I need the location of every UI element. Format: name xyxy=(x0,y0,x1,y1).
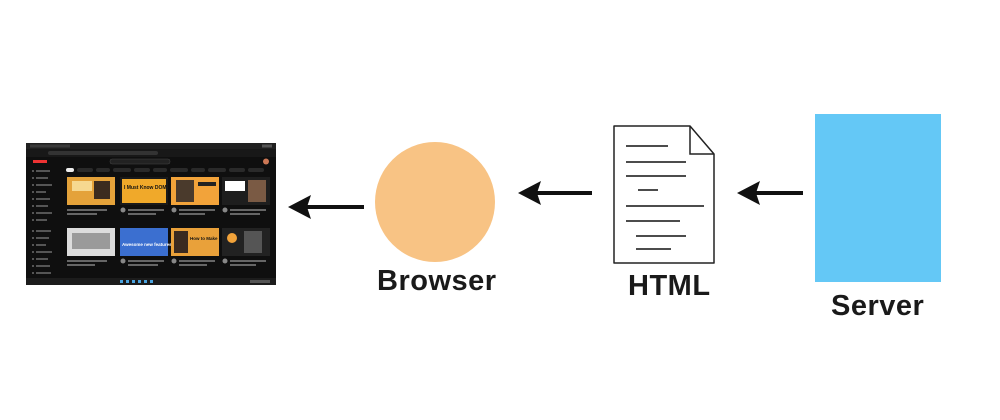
html-label: HTML xyxy=(628,270,711,302)
server-label: Server xyxy=(831,290,925,322)
title-bar xyxy=(26,143,276,149)
thumbnail-6-text: Awesome new features xyxy=(122,242,172,247)
server-box xyxy=(815,114,941,282)
thumbnail-7-text: How to Make Money Coding xyxy=(190,236,250,241)
browser-node xyxy=(375,142,495,262)
row-1-meta xyxy=(67,207,266,215)
arrow-html-to-browser xyxy=(518,181,592,205)
document-page xyxy=(613,125,715,264)
thumbnail-2-text: I Must Know DOM Traversal Methods xyxy=(124,185,212,191)
chips-row xyxy=(66,168,264,172)
document-lines xyxy=(626,145,704,250)
row-2-meta xyxy=(67,258,266,266)
document-fold xyxy=(689,126,714,155)
arrow-browser-to-screen xyxy=(288,195,364,219)
browser-label: Browser xyxy=(377,265,497,297)
thumbnail-6 xyxy=(120,228,168,256)
arrow-server-to-html xyxy=(737,181,803,205)
sidebar xyxy=(32,170,52,274)
